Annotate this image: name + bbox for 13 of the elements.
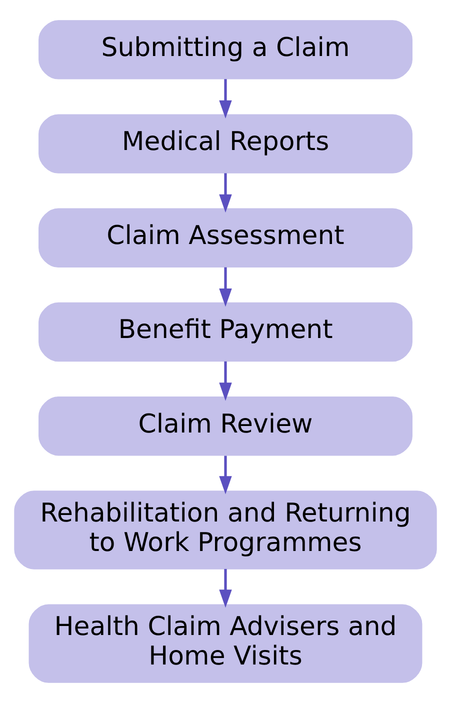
node-box: Claim Review <box>38 396 412 456</box>
node-box: Medical Reports <box>38 114 412 173</box>
arrow <box>219 360 232 400</box>
arrow <box>219 455 232 494</box>
node-box: Health Claim Advisers and Home Visits <box>28 604 422 682</box>
node-box: Rehabilitation and Returning to Work Programmes <box>14 490 437 569</box>
arrow <box>219 568 232 608</box>
arrow <box>219 78 232 118</box>
arrow <box>219 266 232 306</box>
node-box: Claim Assessment <box>38 208 412 268</box>
node-box: Benefit Payment <box>38 302 412 362</box>
arrow <box>219 172 232 212</box>
node-box: Submitting a Claim <box>38 20 412 79</box>
